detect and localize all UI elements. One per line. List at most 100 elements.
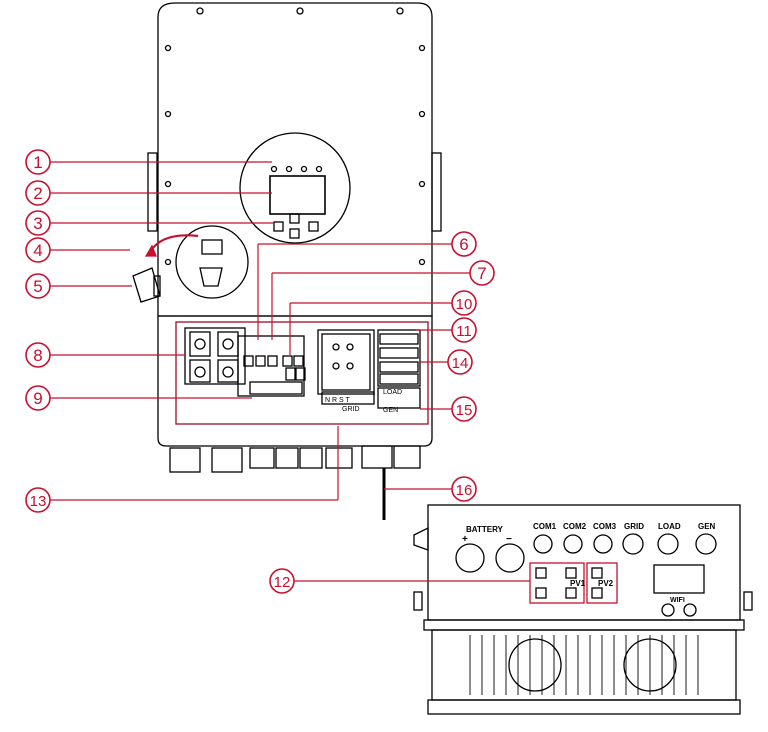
- callout-number: 16: [456, 482, 473, 499]
- label-port-load: LOAD: [658, 522, 681, 531]
- inverter-body: [147, 2, 442, 317]
- callout-1: 1: [25, 149, 51, 175]
- callout-number: 11: [456, 323, 472, 340]
- label-grid: GRID: [342, 406, 360, 413]
- label-pv1: PV1: [570, 579, 586, 588]
- callout-circle: [25, 180, 51, 206]
- callout-16: 16: [451, 476, 477, 502]
- vent-a: [661, 603, 675, 617]
- callout-circle: [451, 396, 477, 422]
- callout-circle: [25, 385, 51, 411]
- callout-12: 12: [269, 568, 295, 594]
- callout-number: 5: [33, 277, 42, 296]
- terminal-block-9: [249, 381, 303, 395]
- display-panel: [239, 132, 351, 244]
- label-load: LOAD: [383, 389, 402, 396]
- callout-circle: [25, 210, 51, 236]
- label-gen: GEN: [383, 407, 398, 414]
- callout-3: 3: [25, 210, 51, 236]
- communication-board: [237, 335, 305, 397]
- callout-circle: [25, 342, 51, 368]
- grid-breaker: [317, 329, 375, 395]
- grid-port: [622, 533, 644, 555]
- button-down: [289, 228, 300, 239]
- callout-number: 6: [459, 235, 468, 254]
- load-gen-terminals: [377, 329, 421, 387]
- callout-circle: [451, 317, 477, 343]
- callout-circle: [25, 237, 51, 263]
- lcd-screen: [269, 175, 326, 215]
- callout-number: 8: [33, 346, 42, 365]
- callout-9: 9: [25, 385, 51, 411]
- callout-circle: [451, 231, 477, 257]
- battery-plus-port: [455, 543, 485, 573]
- upper-labels: N R S T GRID LOAD GEN: [325, 389, 402, 414]
- callout-circle: [25, 273, 51, 299]
- label-pv2: PV2: [598, 579, 614, 588]
- callout-circle: [269, 568, 295, 594]
- callout-8: 8: [25, 342, 51, 368]
- callout-7: 7: [469, 260, 495, 286]
- com1-port: [533, 534, 553, 554]
- label-battery: BATTERY: [466, 525, 504, 534]
- label-battery-plus: +: [462, 534, 468, 545]
- bottom-view-labels: BATTERY + − COM1 COM2 COM3 GRID LOAD GEN…: [462, 522, 716, 604]
- callout-number: 10: [456, 296, 473, 313]
- callout-number: 13: [30, 493, 47, 510]
- label-battery-minus: −: [506, 534, 512, 545]
- cable-glands: [169, 445, 421, 520]
- callout-number: 4: [33, 241, 42, 260]
- callout-14: 14: [447, 349, 473, 375]
- callout-number: 7: [477, 264, 486, 283]
- callout-15: 15: [451, 396, 477, 422]
- callout-number: 9: [33, 389, 42, 408]
- leader-lines: [50, 161, 530, 582]
- load-port: [657, 533, 679, 555]
- gen-port: [695, 533, 717, 555]
- callout-10: 10: [451, 290, 477, 316]
- callout-circle: [451, 476, 477, 502]
- callout-4: 4: [25, 237, 51, 263]
- wifi-port: [653, 564, 705, 594]
- inverter-bottom-view: [413, 504, 753, 715]
- callout-number: 3: [33, 214, 42, 233]
- callout-number: 1: [33, 153, 42, 172]
- button-left: [273, 221, 284, 232]
- label-port-gen: GEN: [698, 522, 716, 531]
- callout-11: 11: [451, 317, 477, 343]
- callout-circle: [469, 260, 495, 286]
- com3-port: [593, 534, 613, 554]
- callout-6: 6: [451, 231, 477, 257]
- pv1-group: [529, 562, 585, 604]
- callout-circle: [447, 349, 473, 375]
- wiring-compartment: [157, 315, 433, 447]
- callout-2: 2: [25, 180, 51, 206]
- label-port-grid: GRID: [624, 522, 644, 531]
- vent-b: [683, 603, 697, 617]
- callout-number: 14: [452, 355, 469, 372]
- callout-13: 13: [25, 487, 51, 513]
- callout-circle: [451, 290, 477, 316]
- button-enter: [308, 221, 319, 232]
- callout-circle: [25, 487, 51, 513]
- callout-5: 5: [25, 273, 51, 299]
- pv2-group: [586, 562, 618, 604]
- callout-number: 12: [274, 574, 291, 591]
- label-com2: COM2: [563, 522, 587, 531]
- label-com1: COM1: [533, 522, 557, 531]
- label-com3: COM3: [593, 522, 617, 531]
- callout-circle: [25, 149, 51, 175]
- side-switch: [132, 267, 161, 303]
- callout-number: 2: [33, 184, 42, 203]
- callout-number: 15: [456, 402, 473, 419]
- switch-arrow: [149, 234, 199, 253]
- switch-detail: [175, 225, 249, 299]
- battery-minus-port: [495, 543, 525, 573]
- com2-port: [563, 534, 583, 554]
- label-grid-terminals: N R S T: [325, 397, 350, 404]
- label-wifi: WIFI: [670, 597, 685, 604]
- button-up: [289, 213, 300, 224]
